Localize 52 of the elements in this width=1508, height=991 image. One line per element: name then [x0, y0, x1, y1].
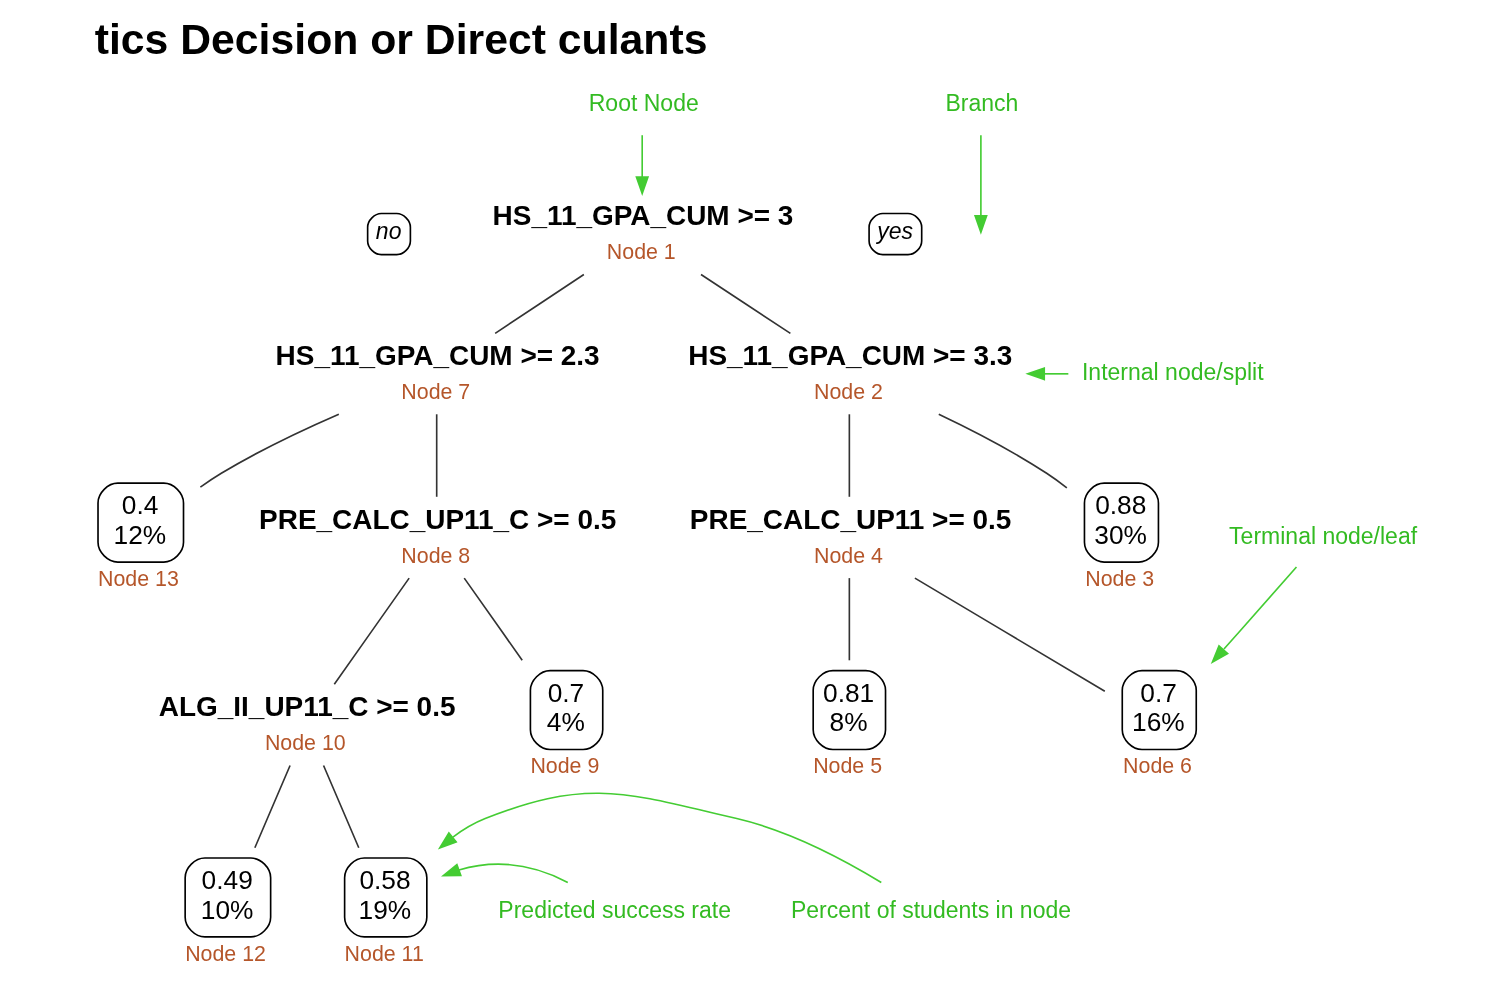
arrow — [1025, 366, 1070, 381]
node-text: Percent of students in node — [790, 897, 1072, 924]
connector — [848, 577, 851, 662]
node-label: Node 7 — [401, 380, 471, 405]
node-label: Node 1 — [606, 240, 676, 265]
node-text: PRE_CALC_UP11_C >= 0.5 — [259, 503, 617, 535]
node-label: Node 8 — [401, 543, 471, 568]
node-label: Node 10 — [264, 731, 346, 756]
node-label: Node 2 — [814, 380, 883, 405]
connector — [914, 577, 1106, 693]
node-box: 0.7 4% — [529, 669, 604, 751]
node-label: Node 13 — [98, 566, 179, 591]
node-box: 0.7 16% — [1121, 669, 1198, 751]
connector — [494, 273, 585, 335]
node-text: Root Node — [588, 90, 699, 117]
connector — [333, 577, 410, 686]
node-label: Node 6 — [1123, 754, 1192, 779]
arrow — [1210, 566, 1298, 664]
connector — [435, 413, 438, 498]
connector — [322, 764, 360, 849]
arrow — [437, 792, 883, 884]
node-text: HS_11_GPA_CUM >= 3 — [492, 200, 794, 232]
node-box: 0.88 30% — [1083, 482, 1160, 563]
node-box: 0.58 19% — [343, 857, 428, 938]
node-label: Node 4 — [814, 543, 883, 568]
connector — [848, 413, 851, 498]
node-label: Node 12 — [185, 941, 266, 966]
connector — [700, 273, 792, 335]
node-text: Terminal node/leaf — [1229, 522, 1418, 549]
arrow — [635, 134, 650, 196]
node-box: 0.4 12% — [97, 482, 185, 563]
arrow — [441, 863, 569, 884]
connector — [937, 413, 1068, 489]
node-text: HS_11_GPA_CUM >= 2.3 — [275, 339, 600, 371]
node-box: 0.81 8% — [812, 669, 887, 751]
diagram-title: tics Decision or Direct culants — [94, 14, 708, 63]
node-label: Node 3 — [1085, 566, 1155, 591]
node-label: Node 9 — [530, 754, 600, 779]
node-text: ALG_II_UP11_C >= 0.5 — [158, 690, 456, 722]
connector — [199, 413, 340, 488]
node-box: yes — [868, 212, 923, 256]
node-label: Node 11 — [344, 941, 424, 966]
node-text: Internal node/split — [1081, 358, 1264, 385]
node-text: HS_11_GPA_CUM >= 3.3 — [688, 339, 1013, 371]
arrow — [973, 134, 988, 235]
node-box: 0.49 10% — [184, 857, 272, 938]
connector — [463, 577, 524, 662]
node-text: Predicted success rate — [498, 897, 732, 924]
connector — [254, 764, 291, 849]
node-label: Node 5 — [813, 754, 883, 779]
node-text: PRE_CALC_UP11 >= 0.5 — [689, 503, 1012, 535]
node-text: Branch — [945, 90, 1019, 117]
